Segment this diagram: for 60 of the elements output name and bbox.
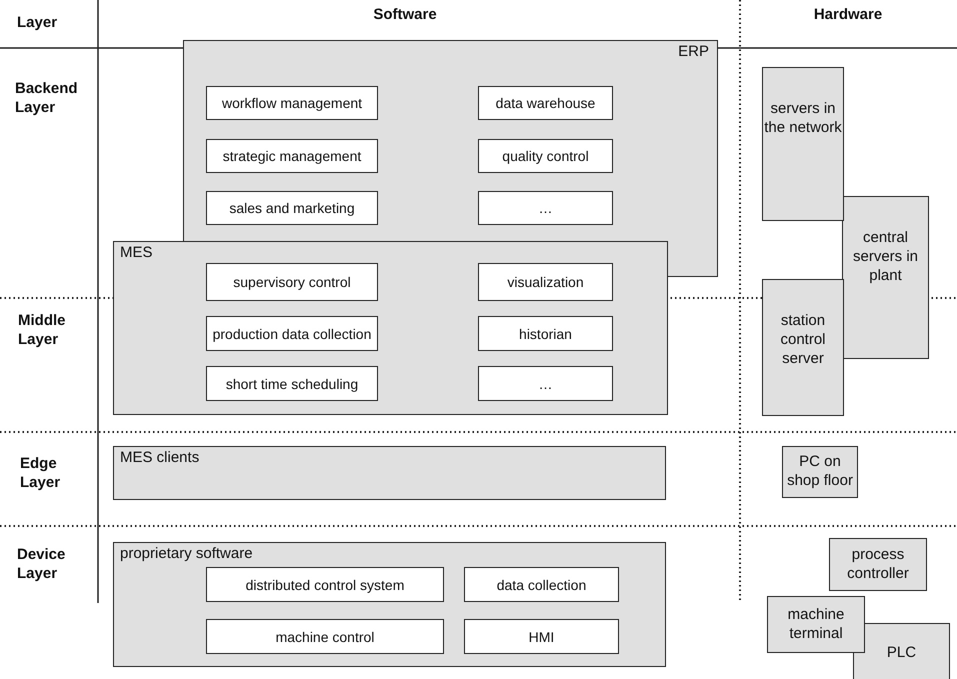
hardware-box xyxy=(762,67,844,221)
row-header: Backend Layer xyxy=(15,80,79,118)
system-title: MES clients xyxy=(120,449,200,466)
hardware-label: station control server xyxy=(779,312,827,368)
system-title: proprietary software xyxy=(120,545,253,562)
module-box xyxy=(464,619,619,654)
hardware-label: PC on shop floor xyxy=(786,453,854,491)
row-header: Edge Layer xyxy=(20,455,62,492)
column-header: Software xyxy=(373,6,437,25)
column-header: Layer xyxy=(17,14,58,33)
module-box xyxy=(206,263,378,301)
hardware-label: PLC xyxy=(886,644,916,662)
system-title: ERP xyxy=(678,43,709,60)
module-box xyxy=(206,139,378,173)
module-label: strategic management xyxy=(222,148,362,164)
hardware-label: central servers in plant xyxy=(852,229,920,286)
module-label: … xyxy=(538,376,552,392)
row-header: Device Layer xyxy=(17,546,66,584)
module-box xyxy=(478,191,613,225)
module-label: data collection xyxy=(496,576,586,592)
module-label: distributed control system xyxy=(246,576,404,592)
module-label: data warehouse xyxy=(496,95,596,111)
hardware-box xyxy=(829,538,927,591)
row-header: Middle Layer xyxy=(18,312,66,350)
module-box xyxy=(206,191,378,225)
module-label: visualization xyxy=(507,274,584,290)
system-box xyxy=(113,542,666,667)
module-box xyxy=(478,316,613,351)
module-label: supervisory control xyxy=(233,274,351,290)
module-label: quality control xyxy=(502,148,589,164)
system-box xyxy=(113,446,666,500)
hardware-box xyxy=(782,446,858,498)
module-label: … xyxy=(538,200,552,216)
module-box xyxy=(478,86,613,120)
module-box xyxy=(206,567,444,602)
module-label: historian xyxy=(519,326,572,342)
hardware-label: process controller xyxy=(846,546,910,584)
hardware-label: machine terminal xyxy=(786,606,846,644)
module-box xyxy=(206,316,378,351)
module-label: machine control xyxy=(276,628,374,644)
module-box xyxy=(206,366,378,401)
module-box xyxy=(478,263,613,301)
module-box xyxy=(478,139,613,173)
module-label: HMI xyxy=(528,628,554,644)
module-box xyxy=(464,567,619,602)
module-label: workflow management xyxy=(222,95,362,111)
hardware-box xyxy=(842,196,929,359)
hardware-box xyxy=(853,623,950,679)
hardware-label: servers in the network xyxy=(763,100,843,138)
module-box xyxy=(206,86,378,120)
module-box xyxy=(206,619,444,654)
column-header: Hardware xyxy=(814,6,882,25)
system-box xyxy=(113,241,668,415)
module-box xyxy=(478,366,613,401)
module-label: production data collection xyxy=(212,326,372,342)
module-label: short time scheduling xyxy=(226,376,358,392)
hardware-box xyxy=(762,279,844,416)
module-label: sales and marketing xyxy=(229,200,355,216)
system-title: MES xyxy=(120,244,153,261)
hardware-box xyxy=(767,596,865,653)
